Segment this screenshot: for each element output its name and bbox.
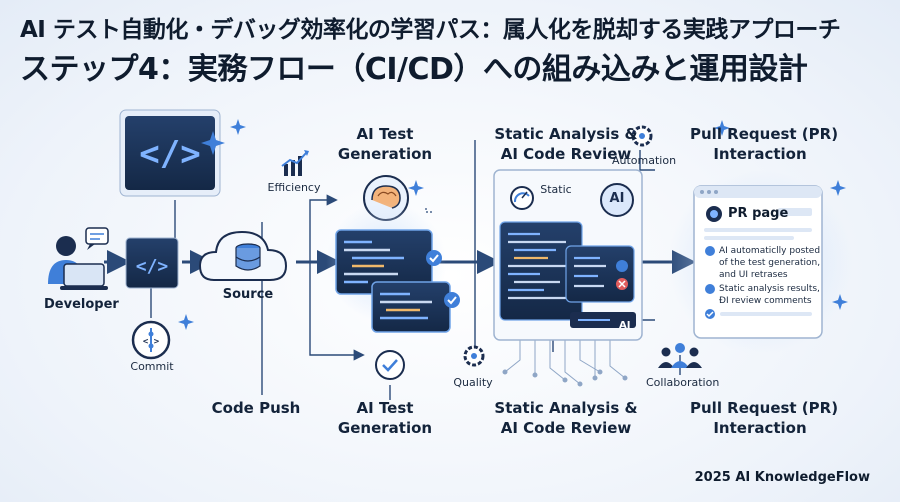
- ai-chip-label: AI: [609, 191, 625, 206]
- source-label: Source: [222, 287, 274, 302]
- svg-text:< >: < >: [143, 337, 160, 347]
- pr-note-test-generation: AI automaticlly posted of the test gener…: [719, 246, 821, 280]
- automation-gear-icon: [631, 125, 653, 147]
- static-gauge-icon: [510, 186, 534, 210]
- code-monitor-icon: </>: [119, 109, 225, 197]
- svg-text:</>: </>: [139, 134, 200, 174]
- ai-chip-icon: [600, 183, 634, 217]
- sparkle-icon: [178, 314, 194, 330]
- connector-to-testgen-top: [309, 194, 338, 262]
- header-title-line1: AI テスト自動化・デバッグ効率化の学習パス：属人化を脱却する実践アプローチ: [20, 17, 841, 43]
- ai-test-generation-top-label: AI Test Generation: [337, 125, 433, 163]
- collaboration-label: Collaboration: [646, 376, 720, 389]
- developer-icon: [48, 227, 109, 290]
- review-popup-window: [565, 245, 635, 303]
- pr-page-panel: [668, 170, 852, 354]
- commit-icon: < >: [131, 320, 171, 360]
- code-push-label: Code Push: [211, 399, 301, 417]
- collaboration-icon: [658, 343, 702, 368]
- automation-label: Automation: [612, 154, 677, 167]
- sparkle-icon: [832, 294, 848, 310]
- check-circle-icon: [375, 350, 405, 380]
- commit-label: Commit: [130, 360, 174, 373]
- static-analysis-bottom-label: Static Analysis & AI Code Review: [494, 399, 638, 437]
- connector-automation: [639, 150, 655, 171]
- developer-label: Developer: [44, 297, 119, 312]
- efficiency-label: Efficiency: [267, 181, 321, 194]
- circuit-lines: [502, 340, 628, 387]
- pr-note-static-analysis: Static analysis results, ÐI review comme…: [719, 284, 820, 306]
- svg-text:</>: </>: [136, 256, 169, 277]
- ai-review-bar-label: AI: [619, 320, 631, 331]
- header-title-line2: ステップ4：実務フロー（CI/CD）への組み込みと運用設計: [20, 52, 808, 87]
- sparkle-icon: [230, 119, 246, 135]
- quality-label: Quality: [453, 376, 493, 389]
- source-cloud-icon: [198, 230, 288, 281]
- quality-gear-icon: [463, 345, 485, 367]
- static-label: Static: [540, 183, 572, 196]
- sparkle-icon: [408, 180, 424, 196]
- sparkle-icon: [830, 180, 846, 196]
- ai-test-generation-bottom-label: AI Test Generation: [337, 399, 433, 437]
- test-generation-window-front: [371, 281, 460, 333]
- sparkle-icon: [714, 120, 730, 136]
- pull-request-top-label: Pull Request (PR) Interaction: [690, 125, 839, 163]
- efficiency-chart-icon: [281, 150, 309, 176]
- pr-page-title: PR page: [728, 206, 789, 221]
- static-analysis-top-label: Static Analysis & AI Code Review: [494, 125, 638, 163]
- footer-credit: 2025 AI KnowledgeFlow: [694, 470, 870, 485]
- dashed-connector: [425, 206, 432, 213]
- connector-to-testgen-bottom: [309, 262, 365, 361]
- ide-window-icon: </>: [125, 237, 179, 289]
- pull-request-bottom-label: Pull Request (PR) Interaction: [690, 399, 839, 437]
